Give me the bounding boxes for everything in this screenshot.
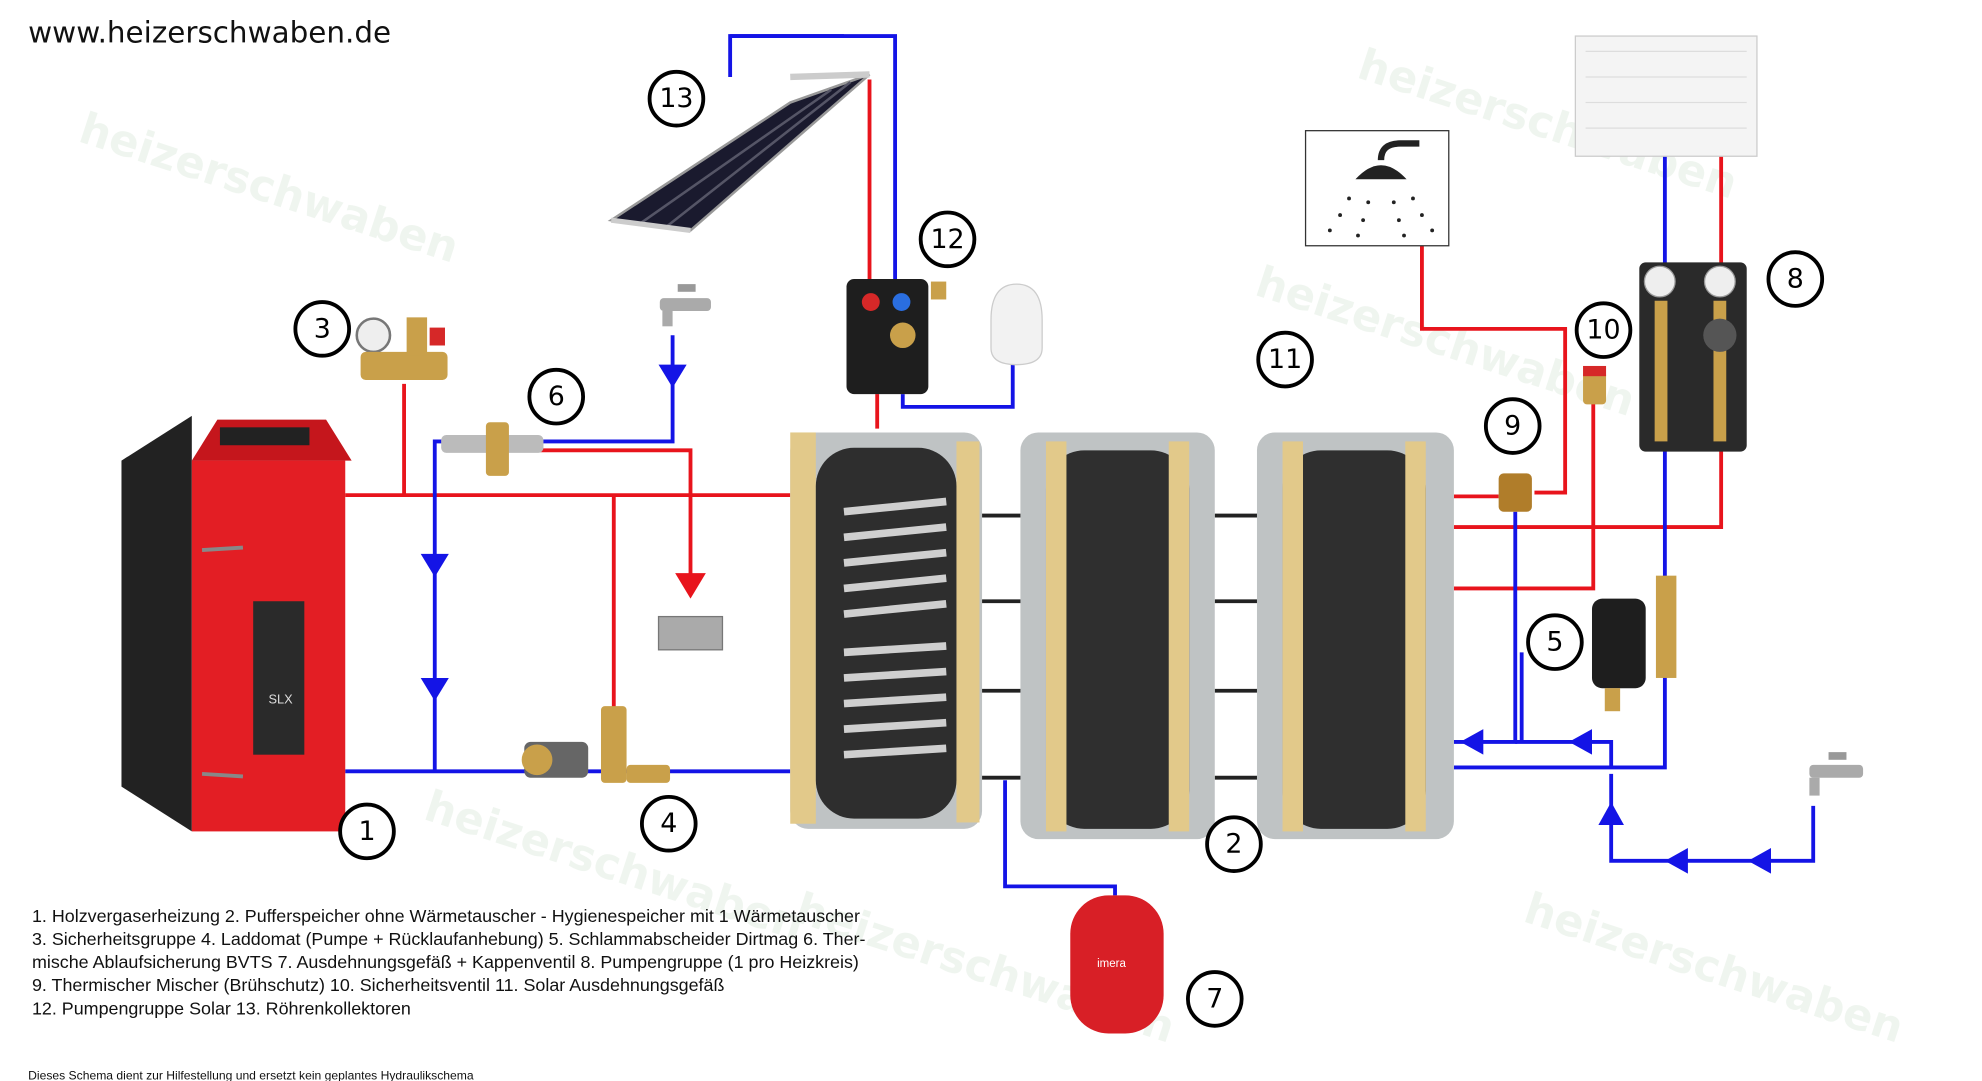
legend-line: 9. Thermischer Mischer (Brühschutz) 10. …	[32, 975, 725, 995]
expansion-vessel: imera	[1070, 895, 1164, 1034]
number-label: 4	[660, 808, 677, 839]
component-number-13: 13	[647, 69, 706, 128]
heating-pump-group	[1639, 262, 1747, 452]
component-number-2: 2	[1205, 815, 1263, 873]
arrow-left-icon	[1568, 729, 1592, 755]
buffer-tank-1	[1020, 432, 1215, 840]
component-number-1: 1	[338, 802, 396, 861]
radiator	[1574, 35, 1758, 157]
floor-drain	[657, 615, 724, 651]
component-number-6: 6	[527, 367, 586, 426]
number-label: 9	[1504, 411, 1521, 442]
solar-pump-group	[846, 279, 947, 395]
safety-valve	[1583, 371, 1607, 405]
component-number-5: 5	[1526, 613, 1584, 671]
arrow-left-icon	[1747, 848, 1772, 874]
component-number-11: 11	[1256, 330, 1314, 389]
number-label: 8	[1787, 264, 1804, 295]
water-tap-icon	[659, 284, 711, 327]
arrow-up-icon	[1598, 801, 1624, 826]
hygiene-storage-tank	[790, 432, 983, 829]
watermark-text: heizerschwaben	[1518, 884, 1909, 1054]
solar-expansion-vessel	[990, 283, 1043, 366]
vessel-brand: imera	[1097, 958, 1126, 970]
arrow-down-icon	[675, 573, 706, 599]
arrow-down-icon	[658, 364, 687, 388]
legend-line: 1. Holzvergaserheizung 2. Pufferspeicher…	[32, 906, 860, 926]
number-label: 3	[314, 313, 331, 344]
number-label: 2	[1225, 829, 1242, 860]
component-number-3: 3	[293, 300, 352, 358]
disclaimer: Dieses Schema dient zur Hilfestellung un…	[28, 1068, 474, 1081]
flow-arrows	[420, 364, 1772, 874]
wood-gasification-boiler: SLX	[121, 415, 352, 832]
component-number-4: 4	[639, 794, 698, 853]
laddomat	[521, 706, 671, 783]
component-number-8: 8	[1766, 250, 1825, 308]
legend: 1. Holzvergaserheizung 2. Pufferspeicher…	[32, 906, 866, 1018]
legend-line: mische Ablaufsicherung BVTS 7. Ausdehnun…	[32, 952, 859, 972]
thermal-mixer	[1498, 473, 1532, 512]
arrow-down-icon	[420, 677, 449, 701]
safety-valve-cap	[1583, 365, 1607, 377]
number-label: 6	[548, 381, 565, 412]
number-label: 12	[930, 224, 964, 255]
boiler-badge: SLX	[269, 692, 294, 707]
buffer-tank-2	[1256, 432, 1454, 840]
dirt-separator	[1591, 575, 1677, 712]
legend-line: 12. Pumpengruppe Solar 13. Röhrenkollekt…	[32, 998, 411, 1018]
legend-line: 3. Sicherheitsgruppe 4. Laddomat (Pumpe …	[32, 929, 866, 949]
watermark-text: heizerschwaben	[73, 104, 464, 274]
water-tap-icon	[1809, 752, 1864, 796]
arrow-left-icon	[1664, 848, 1688, 874]
number-label: 1	[358, 816, 375, 847]
safety-group	[355, 317, 448, 381]
watermarks: heizerschwaben heizerschwaben heizerschw…	[73, 40, 1909, 1054]
number-label: 7	[1206, 983, 1223, 1014]
number-label: 13	[659, 83, 693, 114]
component-number-9: 9	[1483, 397, 1542, 455]
shower-icon	[1304, 130, 1450, 247]
site-title: www.heizerschwaben.de	[28, 15, 391, 49]
number-label: 11	[1268, 344, 1302, 375]
arrow-down-icon	[420, 553, 449, 577]
number-label: 5	[1546, 627, 1563, 658]
component-number-12: 12	[918, 210, 977, 269]
component-number-7: 7	[1186, 970, 1244, 1028]
number-label: 10	[1586, 315, 1620, 346]
tube-collector	[607, 71, 871, 233]
thermal-discharge-valve	[441, 422, 544, 476]
arrow-left-icon	[1460, 729, 1484, 755]
component-number-10: 10	[1574, 301, 1633, 359]
